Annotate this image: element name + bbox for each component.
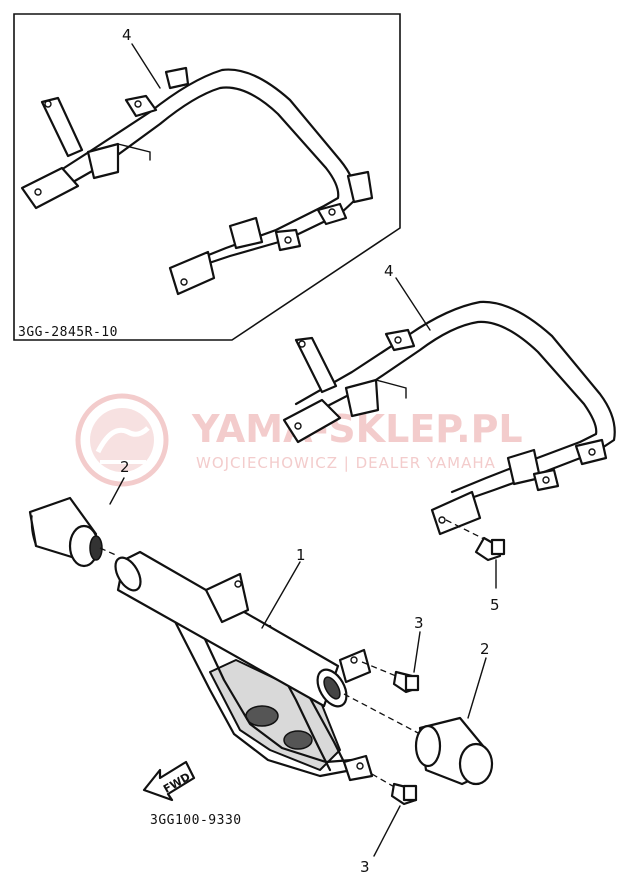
cap-left: 2 [28, 458, 130, 568]
cap-right: 2 [343, 640, 494, 786]
callout-inset-frame: 4 [122, 26, 132, 44]
diagram-part-code: 3GG100-9330 [150, 813, 242, 828]
callout-cap-right: 2 [480, 640, 490, 658]
bolt-upper: 3 [361, 614, 424, 694]
fwd-arrow-icon: FWD [142, 760, 196, 802]
inset-part-code: 3GG-2845R-10 [18, 325, 118, 340]
callout-bolt-rear: 5 [490, 596, 500, 614]
rear-grab-rail: 4 [282, 262, 616, 536]
inset-box: 3GG-2845R-10 [13, 13, 401, 341]
bolt-lower: 3 [360, 773, 418, 876]
guard-bar: 1 [114, 546, 374, 782]
callout-bolt-lower: 3 [360, 858, 370, 876]
callout-cap-left: 2 [120, 458, 130, 476]
callout-bolt-upper: 3 [414, 614, 424, 632]
callout-guard-bar: 1 [296, 546, 306, 564]
bolt-rear: 5 [445, 519, 506, 614]
watermark-subtitle: WOJCIECHOWICZ | DEALER YAMAHA [196, 454, 496, 472]
watermark-logo-icon [75, 393, 169, 487]
callout-rear-frame: 4 [384, 262, 394, 280]
inset-grab-rail: 4 [20, 26, 374, 296]
